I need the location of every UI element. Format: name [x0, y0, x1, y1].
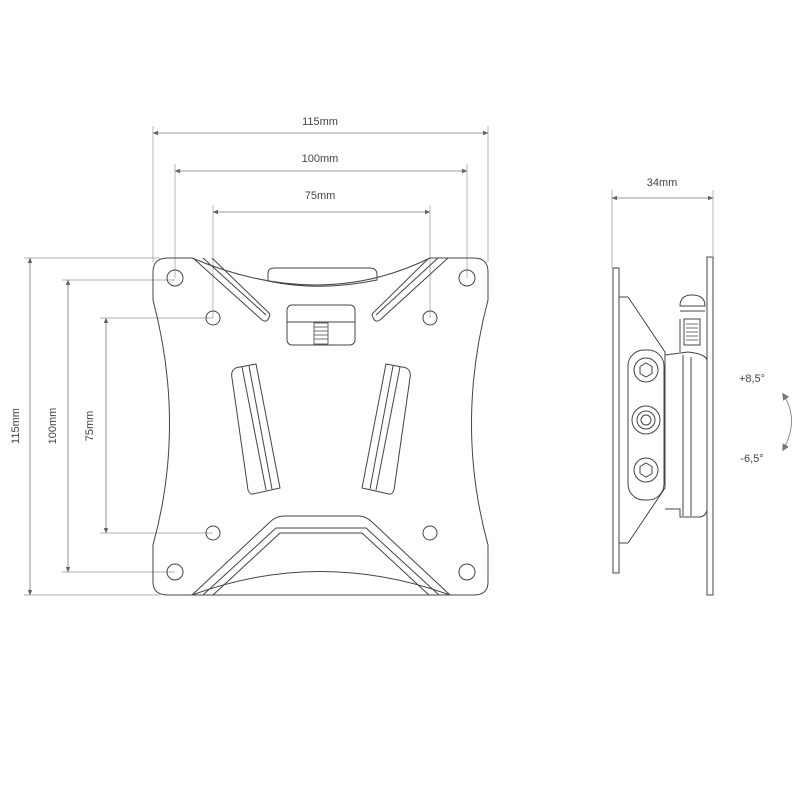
mount-side-view	[612, 256, 714, 596]
tilt-arrow-icon	[782, 392, 792, 452]
dimension-height-outer	[24, 257, 160, 596]
label-width-mid: 100mm	[302, 153, 339, 165]
mount-plate-front	[152, 257, 489, 596]
label-height-outer: 115mm	[10, 408, 22, 444]
dimension-width-inner	[212, 205, 431, 318]
dimension-width-mid	[174, 164, 468, 278]
dimension-height-inner	[100, 317, 213, 534]
label-depth: 34mm	[647, 177, 678, 189]
label-tilt-up: +8,5°	[739, 373, 765, 385]
label-width-outer: 115mm	[302, 116, 338, 128]
label-tilt-down: -6,5°	[740, 453, 763, 465]
dimension-width-outer	[152, 126, 489, 262]
dimension-depth	[611, 190, 714, 268]
label-height-mid: 100mm	[47, 408, 59, 445]
label-height-inner: 75mm	[84, 411, 96, 442]
dimension-height-mid	[62, 279, 175, 573]
label-width-inner: 75mm	[305, 190, 336, 202]
